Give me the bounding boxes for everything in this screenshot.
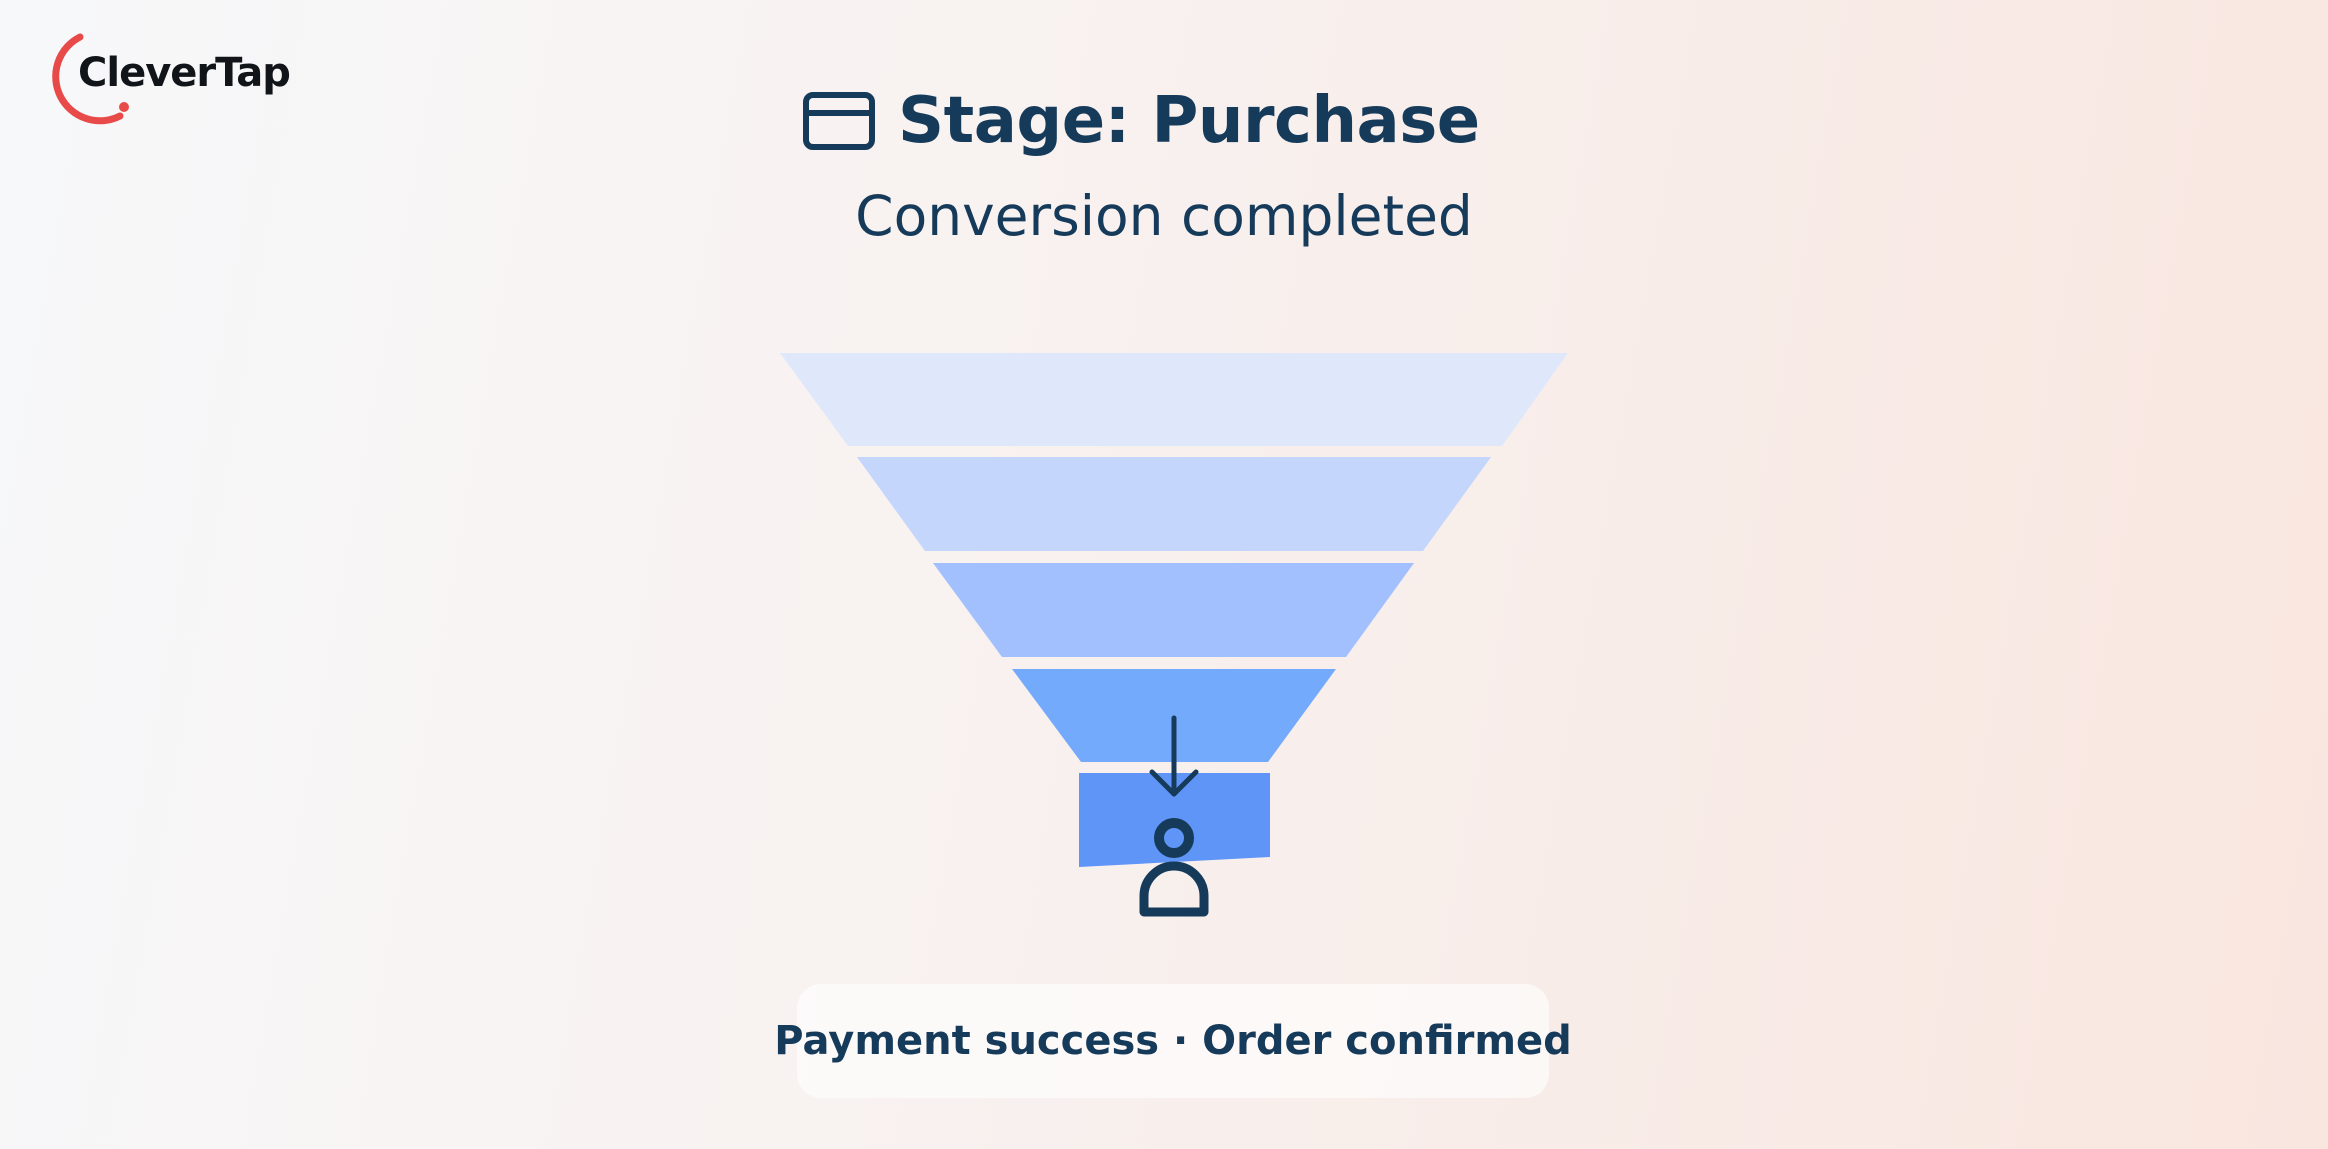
caption-text: Payment success · Order confirmed [774,1018,1572,1064]
arrow-down-icon [1149,715,1199,797]
user-icon [1139,818,1209,917]
funnel-layer-1 [780,353,1568,446]
logo-mark-icon [52,33,129,125]
stage-title-row: Stage: Purchase [802,78,1480,164]
funnel-layer-3 [933,563,1414,657]
page-title: Stage: Purchase [898,84,1480,158]
funnel-layer-2 [857,457,1491,551]
clevertap-logo: CleverTap [42,32,302,132]
caption-card: Payment success · Order confirmed [774,984,1572,1098]
logo-text: CleverTap [78,50,291,96]
subtitle-text: Conversion completed [855,184,1473,248]
page-subtitle: Conversion completed [0,184,2328,248]
credit-card-icon [803,92,875,150]
